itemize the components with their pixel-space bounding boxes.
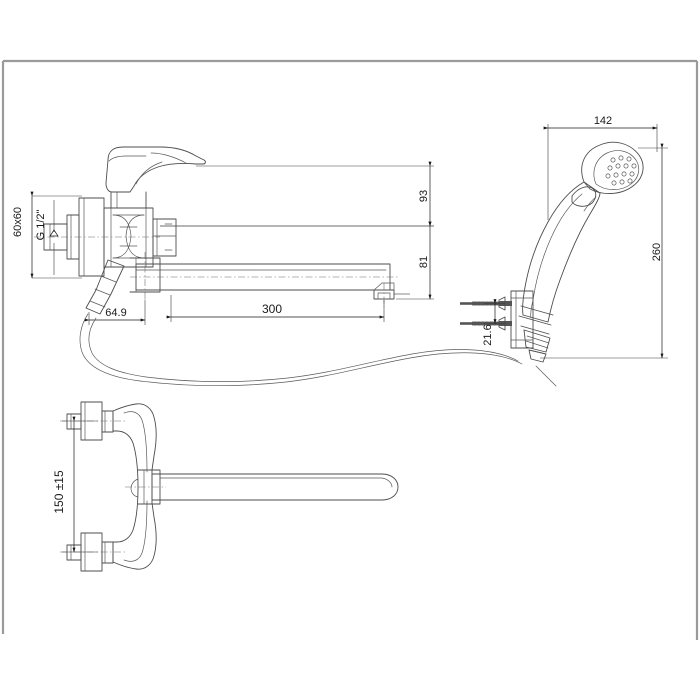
spray-nozzles [605, 155, 637, 186]
dimension-hand-shower-head-width: 142 [543, 115, 658, 220]
dimension-bracket-screw-gap: 21.6 [482, 299, 505, 346]
hose-outlet-cone [85, 259, 125, 315]
dim-label-260: 260 [651, 243, 663, 261]
shower-spray-head [581, 141, 644, 194]
dim-label-g-half-inch: G 1/2" [35, 210, 47, 241]
dimension-spout-offset: 64.9 [84, 300, 146, 325]
dim-label-142: 142 [594, 115, 612, 127]
dimension-lower-body-height: 81 [160, 221, 434, 300]
dimension-upper-body-height: 93 [160, 161, 434, 227]
dim-label-300: 300 [262, 302, 282, 316]
fixing-screw-lower [460, 316, 512, 331]
wall-inlet-assembly [34, 197, 160, 277]
spout-collar [129, 252, 161, 300]
flexible-hose [79, 313, 557, 387]
shower-head-junction [571, 186, 597, 207]
sheet-border [1, 59, 699, 640]
dimension-inlet-centres: 150 ±15 [52, 416, 98, 553]
dim-label-64-9: 64.9 [105, 307, 126, 319]
dim-label-81: 81 [418, 256, 430, 268]
shower-hose-nut [523, 329, 551, 363]
dimension-hand-shower-length: 260 [540, 143, 668, 359]
shower-handle [522, 181, 601, 323]
view-front-elevation-mixer: 150 ±15 [52, 401, 399, 572]
dim-label-21-6: 21.6 [482, 324, 494, 345]
dimension-spout-projection: 300 [166, 295, 385, 322]
dim-label-150-plus-minus-15: 150 ±15 [52, 470, 66, 514]
dim-label-60x60: 60x60 [12, 207, 24, 237]
dimension-inlet-flange-size: 60x60 [12, 191, 82, 279]
view-hand-shower: 142 260 21.6 [460, 115, 668, 363]
lever-handle [105, 146, 206, 193]
front-spout-collar [125, 469, 166, 505]
spout-side [130, 263, 410, 307]
spout-front [151, 473, 399, 501]
view-side-elevation-mixer: 60x60 G 1/2" 64.9 300 93 [12, 146, 434, 325]
shower-wall-bracket [510, 290, 534, 349]
mixer-body-front [112, 403, 157, 570]
shower-handle-collar [518, 305, 554, 335]
handle-stem [110, 191, 147, 209]
dimension-inlet-thread-size: G 1/2" [35, 200, 59, 275]
dim-label-93: 93 [418, 190, 430, 202]
diverter-knob [152, 218, 177, 257]
